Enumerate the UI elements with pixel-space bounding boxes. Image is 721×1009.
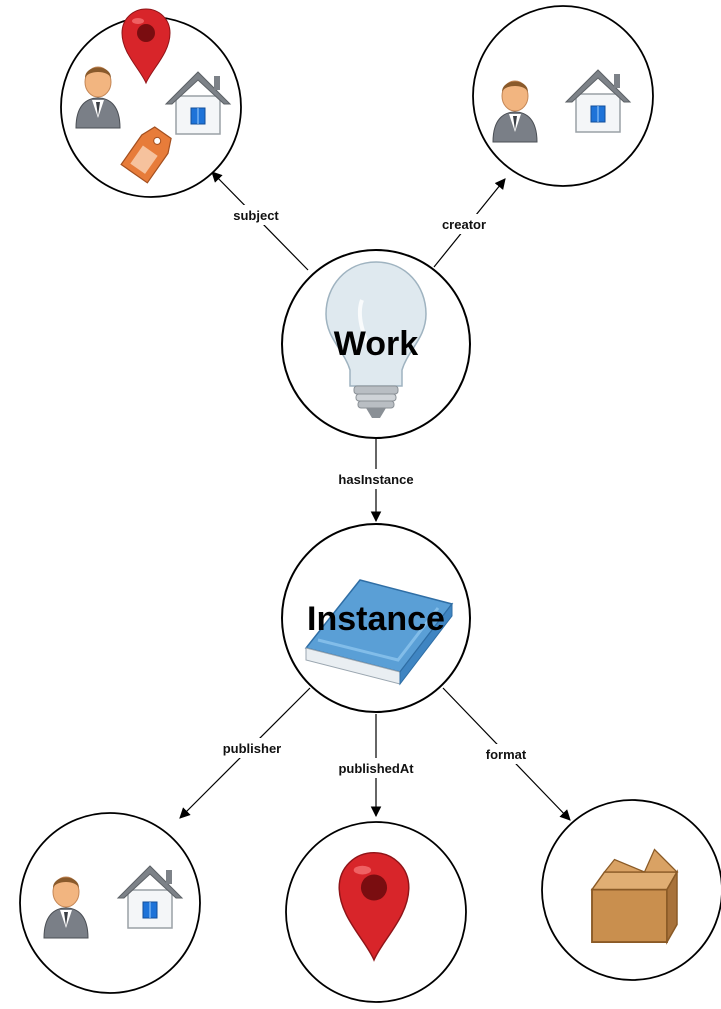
edge-label-published-at-group: publishedAt xyxy=(318,758,434,778)
edge-label-published-at: publishedAt xyxy=(338,761,414,776)
edge-label-subject: subject xyxy=(233,208,279,223)
node-format xyxy=(541,799,721,981)
book-icon xyxy=(304,579,454,686)
node-instance: Instance xyxy=(281,523,471,713)
lightbulb-icon xyxy=(325,261,427,418)
edge-label-subject-group: subject xyxy=(220,205,292,225)
edge-label-creator: creator xyxy=(442,217,486,232)
edge-label-publisher: publisher xyxy=(223,741,282,756)
node-subject xyxy=(60,8,242,198)
node-creator xyxy=(472,5,654,187)
node-publisher xyxy=(19,812,201,994)
edge-label-publisher-group: publisher xyxy=(206,738,298,758)
edge-label-format-group: format xyxy=(470,744,542,764)
node-published-at xyxy=(285,821,467,1003)
edge-label-has-instance-group: hasInstance xyxy=(318,469,434,489)
edge-label-creator-group: creator xyxy=(428,214,500,234)
node-title-work: Work xyxy=(334,325,418,363)
node-title-instance: Instance xyxy=(307,600,445,638)
edge-label-has-instance: hasInstance xyxy=(338,472,413,487)
node-work: Work xyxy=(281,249,471,439)
edge-label-format: format xyxy=(486,747,527,762)
